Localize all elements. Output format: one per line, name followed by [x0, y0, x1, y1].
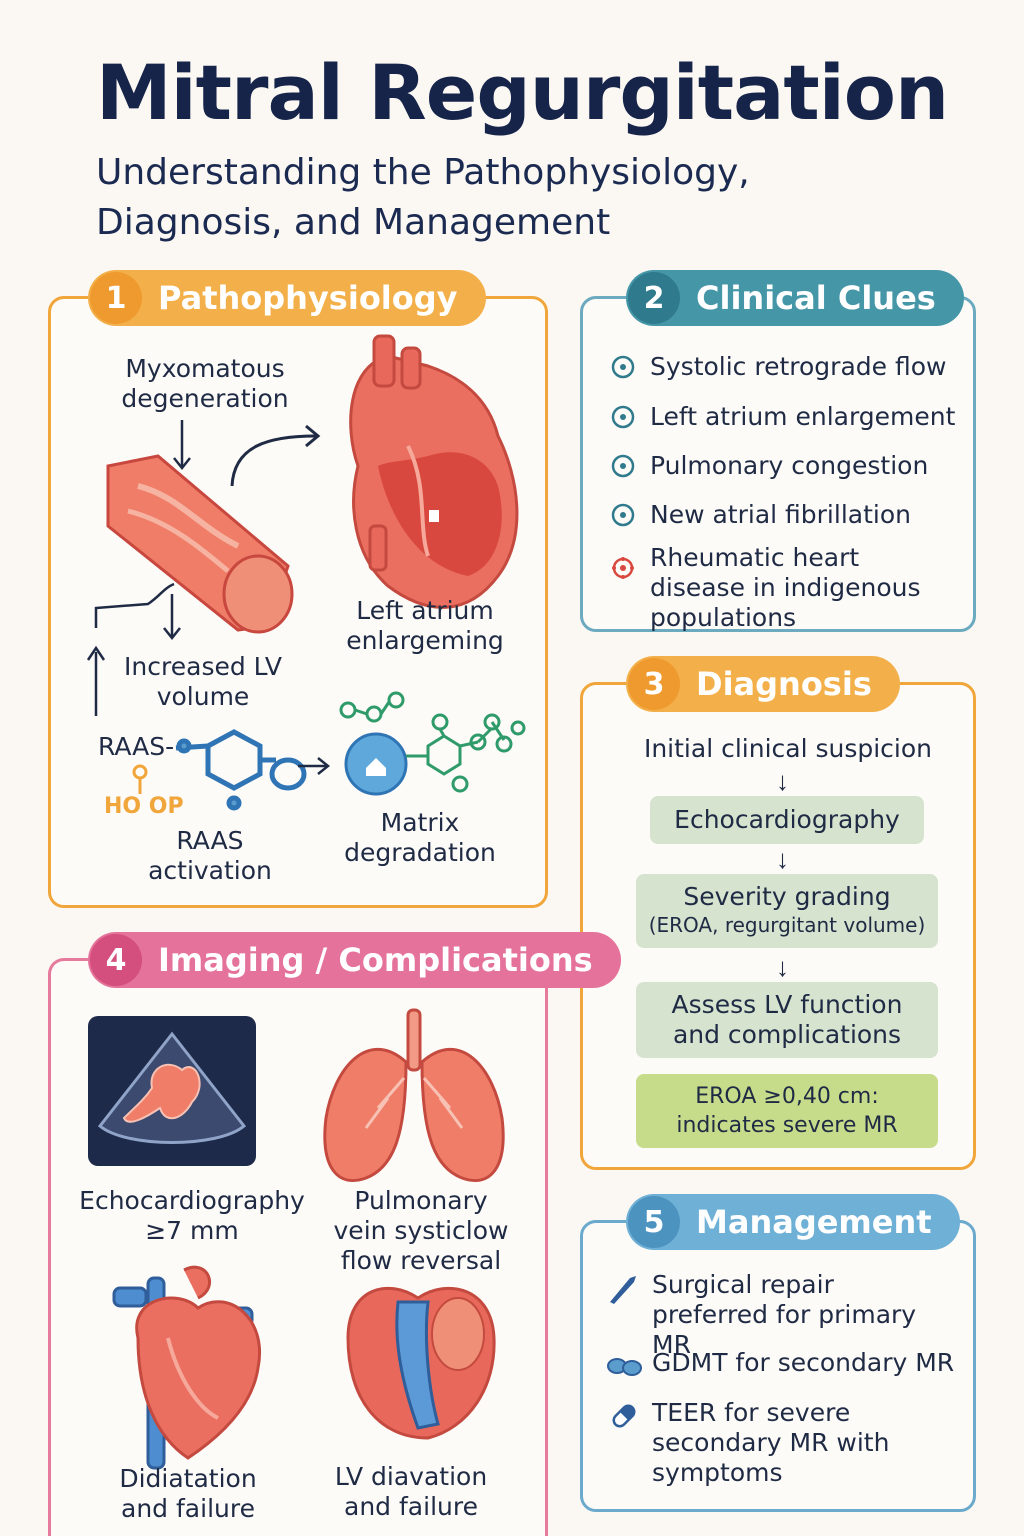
virus-bullet-icon: [612, 557, 634, 579]
didiatation-caption: Didiatation and failure: [119, 1464, 257, 1523]
target-bullet-icon: [611, 454, 635, 478]
clue-item: Pulmonary congestion: [610, 451, 928, 481]
section-number: 4: [90, 934, 142, 986]
hoop-label: HO OP: [104, 794, 184, 819]
left-atrium-label: Left atrium enlargeming: [346, 596, 504, 655]
target-bullet-icon: [611, 355, 635, 379]
lungs-icon: [323, 1008, 505, 1182]
section-title: Clinical Clues: [696, 279, 936, 317]
section-title: Diagnosis: [696, 665, 872, 703]
section-number: 5: [628, 1196, 680, 1248]
arrow-down-icon: ↓: [776, 952, 789, 982]
diagnosis-step-echo: Echocardiography: [650, 796, 924, 844]
target-bullet-icon: [611, 405, 635, 429]
pulmonary-caption: Pulmonary vein systiclow flow reversal: [333, 1186, 509, 1275]
heart-icon: [349, 334, 519, 609]
section-number: 1: [90, 272, 142, 324]
section-number: 2: [628, 272, 680, 324]
echo-screen-icon: [88, 1016, 256, 1166]
dilated-heart-icon: [112, 1265, 261, 1470]
imaging-illustrations: [88, 1008, 505, 1470]
arrow-down-icon: [163, 594, 181, 641]
raas-activation-label: RAAS activation: [148, 826, 272, 885]
arrow-down-icon: ↓: [776, 844, 789, 874]
clue-item: New atrial fibrillation: [610, 500, 911, 530]
curved-arrow-icon: [230, 424, 321, 487]
myxomatous-label: Myxomatous degeneration: [121, 354, 289, 413]
mitral-tissue-icon: [106, 454, 294, 634]
capsule-icon: [612, 1404, 636, 1428]
clue-item: Left atrium enlargement: [610, 402, 955, 432]
imaging-header: 4 Imaging / Complications: [88, 932, 621, 988]
diagnosis-step-suspicion: Initial clinical suspicion: [643, 734, 933, 763]
arrow-down-icon: [173, 420, 191, 471]
clinical-clues-header: 2 Clinical Clues: [626, 270, 964, 326]
matrix-label: Matrix degradation: [344, 808, 496, 867]
lv-heart-icon: [346, 1286, 496, 1440]
pills-icon: [607, 1358, 642, 1376]
target-bullet-icon: [611, 503, 635, 527]
pathophysiology-header: 1 Pathophysiology: [88, 270, 486, 326]
raas-tag: RAAS-: [98, 732, 175, 761]
diagnosis-header: 3 Diagnosis: [626, 656, 900, 712]
page-title: Mitral Regurgitation: [96, 48, 949, 137]
feedback-arrow-icon: [86, 582, 175, 716]
management-panel: [580, 1220, 976, 1512]
scalpel-icon: [610, 1276, 636, 1304]
management-header: 5 Management: [626, 1194, 960, 1250]
echo-caption: Echocardiography ≥7 mm: [79, 1186, 305, 1245]
section-title: Pathophysiology: [158, 279, 458, 317]
arrow-right-icon: [298, 757, 331, 775]
hydroxyl-icon: [132, 764, 148, 794]
diagnosis-step-lv-function: Assess LV function and complications: [636, 982, 938, 1058]
matrix-molecule-icon: [339, 691, 526, 796]
section-title: Management: [696, 1203, 932, 1241]
section-title: Imaging / Complications: [158, 941, 593, 979]
lv-volume-label: Increased LV volume: [124, 652, 282, 711]
management-item: TEER for severe secondary MR with sympto…: [606, 1398, 936, 1488]
molecule-icon: [175, 729, 307, 811]
section-number: 3: [628, 658, 680, 710]
management-item: Surgical repair preferred for primary MR: [606, 1270, 956, 1360]
lv-caption: LV diavation and failure: [334, 1462, 488, 1521]
diagnosis-step-severity: Severity grading (EROA, regurgitant volu…: [636, 874, 938, 948]
pathophysiology-illustrations: [86, 334, 526, 811]
arrow-down-icon: ↓: [776, 766, 789, 796]
management-item: GDMT for secondary MR: [606, 1348, 956, 1384]
clue-item: Rheumatic heart disease in indigenous po…: [610, 543, 930, 633]
clinical-clues-panel: [580, 296, 976, 632]
clue-item: Systolic retrograde flow: [610, 352, 946, 382]
diagnosis-eroa-threshold: EROA ≥0,40 cm: indicates severe MR: [636, 1074, 938, 1148]
page-subtitle: Understanding the Pathophysiology, Diagn…: [96, 152, 750, 243]
